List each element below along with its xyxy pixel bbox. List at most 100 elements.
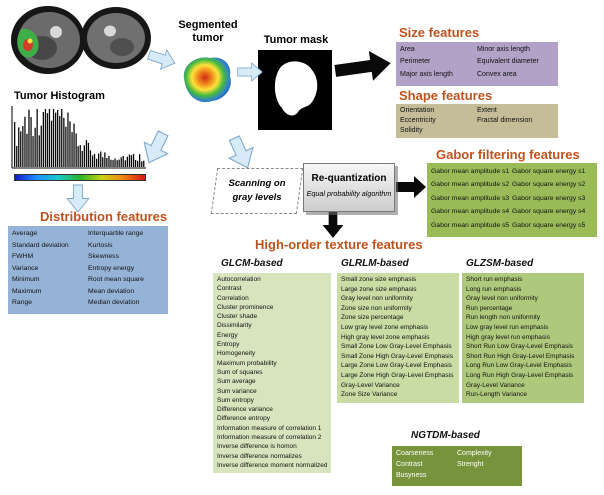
- feature-item: Eccentricity: [400, 117, 436, 124]
- feature-item: Kurtosis: [88, 241, 113, 249]
- feature-item: Large Zone Low Gray-Level Emphasis: [341, 362, 452, 370]
- feature-item: Short Run Low Gray-Level Emphasis: [466, 343, 573, 351]
- feature-item: Busyness: [396, 472, 427, 479]
- feature-item: Homogeneity: [217, 350, 256, 358]
- ngtdm-title: NGTDM-based: [411, 430, 480, 441]
- feature-item: Convex area: [477, 70, 517, 78]
- scanning-line1: Scanning on: [228, 178, 286, 189]
- glcm-title: GLCM-based: [221, 258, 283, 269]
- feature-item: Average: [12, 230, 38, 237]
- feature-item: Small Zone Low Gray-Level Emphasis: [341, 343, 452, 351]
- arrow-ct-to-segmented: [147, 48, 176, 70]
- feature-item: Entropy: [217, 341, 240, 349]
- feature-item: Zone size percentage: [341, 314, 404, 322]
- arrow-histogram-to-distribution: [66, 184, 90, 213]
- feature-item: Entropy energy: [88, 264, 135, 272]
- feature-item: Autocorrelation: [217, 276, 261, 283]
- tumor-mask-label: Tumor mask: [263, 34, 329, 46]
- gabor-features-col2: Gabor square energy s1 Gabor square energ…: [512, 165, 593, 235]
- feature-item: Cluster shade: [217, 313, 258, 321]
- arrow-requantization-to-highorder: [322, 212, 344, 238]
- feature-item: Long Run High Gray-Level Emphasis: [466, 371, 574, 379]
- feature-item: Mean deviation: [88, 287, 135, 295]
- feature-item: Coarseness: [396, 450, 434, 457]
- feature-item: Maximum probability: [217, 359, 277, 367]
- feature-item: Difference variance: [217, 406, 273, 414]
- feature-item: Gabor square energy s5: [512, 221, 586, 229]
- feature-item: Long Run Low Gray-Level Emphasis: [466, 362, 572, 370]
- feature-item: Gray-Level Variance: [466, 381, 525, 389]
- feature-item: Long run emphasis: [466, 285, 522, 293]
- feature-item: Variance: [12, 264, 39, 272]
- tumor-histogram-label: Tumor Histogram: [14, 90, 105, 102]
- feature-item: Run-Length Variance: [466, 391, 527, 399]
- feature-item: Inverse difference normalizes: [217, 452, 302, 460]
- feature-item: Maximum: [12, 287, 42, 295]
- histogram-colorbar: [14, 174, 146, 181]
- feature-item: Interquartile range: [88, 230, 144, 237]
- feature-item: Energy: [217, 331, 238, 339]
- ct-scan-image: [8, 3, 154, 77]
- feature-item: Large Zone High Gray-Level Emphasis: [341, 371, 454, 379]
- feature-item: Zone size non uniformity: [341, 304, 412, 312]
- requantization-box: Re-quantization Equal probability algori…: [303, 163, 395, 212]
- feature-item: Inverse difference moment normalized: [217, 461, 327, 469]
- feature-item: Gabor mean amplitude s4: [431, 208, 510, 216]
- size-features-title: Size features: [399, 25, 480, 40]
- feature-item: Difference entropy: [217, 415, 270, 423]
- feature-item: Sum entropy: [217, 396, 254, 404]
- arrow-segmented-to-histogram: [143, 130, 169, 164]
- feature-item: Gray level non uniformity: [341, 295, 413, 303]
- arrow-segmented-to-scanning: [227, 135, 254, 169]
- feature-item: Gabor square energy s2: [512, 181, 586, 189]
- feature-item: Gabor mean amplitude s2: [431, 181, 510, 189]
- feature-item: FWHM: [12, 253, 34, 260]
- feature-item: Gabor mean amplitude s3: [431, 194, 510, 202]
- arrow-mask-to-size-features: [334, 51, 391, 81]
- glrlm-title: GLRLM-based: [341, 258, 409, 269]
- segmented-tumor-label: Segmented tumor: [178, 19, 238, 44]
- feature-item: Gray level non uniformity: [466, 295, 538, 303]
- feature-item: Information measure of correlation 1: [217, 424, 322, 432]
- feature-item: Run length non uniformity: [466, 314, 541, 322]
- feature-item: High gray level zone emphasis: [341, 333, 430, 341]
- feature-item: Run percentage: [466, 304, 513, 312]
- feature-item: Gabor square energy s1: [512, 168, 586, 175]
- requantization-subtitle: Equal probability algorithm: [306, 189, 392, 198]
- feature-item: Orientation: [400, 107, 435, 114]
- feature-item: Minimum: [12, 276, 40, 283]
- feature-item: Fractal dimension: [477, 117, 533, 124]
- feature-item: Solidity: [400, 127, 423, 134]
- feature-item: Low gray level run emphasis: [466, 323, 549, 331]
- segmented-tumor-image: [183, 57, 231, 103]
- feature-item: Skewness: [88, 253, 119, 260]
- feature-item: Short Run High Gray-Level Emphasis: [466, 352, 575, 360]
- feature-item: Correlation: [217, 294, 249, 302]
- tumor-mask-image: [258, 50, 332, 130]
- feature-item: Short run emphasis: [466, 276, 523, 283]
- scanning-line2: gray levels: [232, 192, 282, 203]
- distribution-features-title: Distribution features: [40, 209, 168, 224]
- arrow-segmented-to-mask: [237, 62, 263, 82]
- feature-item: Median deviation: [88, 299, 140, 306]
- feature-item: Complexity: [457, 450, 492, 457]
- gabor-features-title: Gabor filtering features: [436, 147, 580, 162]
- feature-item: Large zone size emphasis: [341, 285, 417, 293]
- feature-item: Perimeter: [400, 58, 431, 66]
- glzsm-title: GLZSM-based: [466, 258, 534, 269]
- feature-item: Gabor square energy s4: [512, 208, 586, 216]
